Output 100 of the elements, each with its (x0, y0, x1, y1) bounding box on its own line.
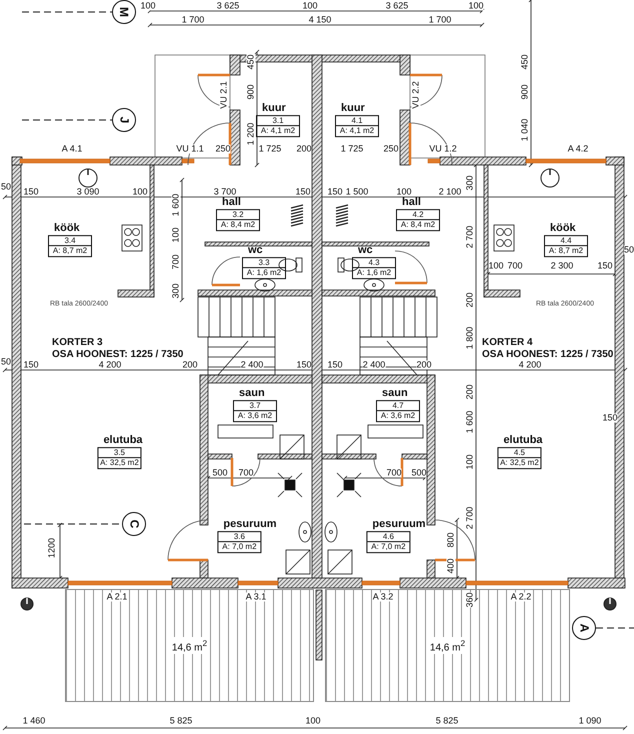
dimension-text: 50 (1, 182, 11, 192)
dimension-text: 3 625 (216, 2, 240, 10)
dimension-text: 900 (520, 84, 530, 100)
dimension-text: 100 (302, 2, 318, 10)
dimension-text: 1 600 (172, 194, 180, 216)
dimension-text: 100 (172, 227, 180, 243)
dimension-text: 2 700 (466, 226, 474, 248)
dimension-text: 4 150 (308, 16, 332, 24)
grid-bubble: A (572, 616, 596, 640)
terrace-decking (65, 589, 314, 702)
room-area: A: 8,7 m2 (49, 246, 91, 256)
area-text: 14,6 m$^{2}$ (170, 636, 210, 654)
dimension-text: 300 (172, 283, 180, 299)
room-number: 3.4 (49, 236, 91, 246)
opening-tag: VU 2.1 (220, 81, 228, 109)
dimension-text: 5 825 (170, 716, 192, 726)
dimension-text: 300 (466, 175, 474, 191)
dimension-text: 2 300 (550, 262, 574, 270)
room-area: A: 8,4 m2 (397, 220, 439, 230)
dimension-text: 150 (23, 360, 39, 370)
room-name: elutuba (503, 435, 543, 447)
dimension-text: 450 (520, 54, 530, 70)
apartment-label: OSA HOONEST: 1225 / 7350 (52, 350, 184, 360)
dimension-text: 100 (488, 262, 504, 270)
opening-tag: A 2.2 (510, 592, 532, 602)
dimension-text: 1 725 (340, 144, 364, 154)
dimension-text: 1 200 (246, 122, 256, 146)
terrace-decking (325, 589, 570, 702)
dimension-text: 150 (295, 188, 311, 196)
dimension-text: 1 725 (258, 144, 282, 154)
room-number: 4.2 (397, 210, 439, 220)
room-name: elutuba (103, 435, 143, 447)
dimension-text: 700 (386, 468, 402, 478)
opening-tag: VU 1.1 (176, 144, 204, 154)
dimension-text: 100 (466, 454, 474, 470)
dimension-text: 1 700 (428, 16, 452, 24)
dimension-text: 1 700 (182, 16, 204, 24)
dimension-text: 2 100 (438, 188, 462, 196)
dimension-text: 1 800 (466, 326, 474, 350)
dimension-text: 250 (215, 144, 231, 154)
room-area: A: 8,7 m2 (545, 246, 587, 256)
room-number: 3.2 (217, 210, 259, 220)
dimension-text: 500 (212, 468, 228, 478)
opening-tag: A 3.1 (246, 592, 266, 602)
room-area: A: 3,6 m2 (377, 411, 419, 421)
grid-bubble: J (112, 108, 136, 132)
grid-bubble: M (112, 0, 136, 24)
area-text: 14,6 m$^{2}$ (428, 636, 468, 654)
apartment-label: KORTER 4 (482, 338, 533, 348)
room-area: A: 1,6 m2 (243, 268, 285, 278)
room-area: A: 1,6 m2 (353, 268, 395, 278)
room-name: kuur (341, 103, 366, 115)
dimension-text: 50 (624, 246, 634, 254)
room-number: 4.1 (336, 116, 378, 126)
apartment-label: KORTER 3 (52, 338, 103, 348)
room-name: wc (358, 245, 374, 257)
dimension-text: 500 (411, 468, 427, 478)
room-name: hall (222, 197, 242, 209)
dimension-text: 1 090 (578, 716, 602, 726)
room-area: A: 7,0 m2 (218, 542, 260, 552)
dimension-text: 700 (172, 254, 180, 270)
dimension-text: 1 600 (466, 410, 474, 434)
room-area: A: 8,4 m2 (217, 220, 259, 230)
dimension-text: 100 (132, 188, 148, 196)
room-area: A: 7,0 m2 (367, 542, 410, 552)
dimension-text: 50 (1, 358, 11, 366)
room-name: wc (248, 245, 264, 257)
room-number: 3.3 (243, 258, 285, 268)
dimension-text: 3 625 (386, 2, 408, 10)
dimension-text: 700 (238, 468, 254, 478)
dimension-text: 150 (327, 188, 343, 196)
dimension-text: 4 200 (518, 360, 542, 370)
room-name: kuur (262, 103, 287, 115)
room-number: 4.4 (545, 236, 587, 246)
dimension-text: 700 (507, 262, 523, 270)
dimension-text: 100 (396, 188, 412, 196)
dimension-text: 150 (597, 262, 613, 270)
dimension-text: 800 (446, 532, 456, 548)
room-number: 3.5 (98, 448, 140, 458)
room-name: hall (402, 197, 422, 209)
dimension-text: 400 (446, 558, 456, 574)
dimension-text: 1200 (48, 538, 56, 558)
dimension-text: 450 (246, 54, 256, 70)
dimension-text: 2 400 (240, 360, 264, 370)
dimension-text: 2 400 (362, 360, 386, 370)
opening-tag: VU 2.2 (412, 81, 420, 109)
grid-bubble: C (122, 512, 146, 536)
room-area: A: 4,1 m2 (336, 126, 378, 136)
dimension-text: 150 (327, 360, 343, 370)
dimension-text: 200 (466, 384, 474, 400)
room-name: köök (54, 223, 81, 235)
room-number: 3.6 (218, 532, 260, 542)
dimension-text: 100 (468, 2, 484, 10)
opening-tag: A 2.1 (106, 592, 128, 602)
apartment-label: OSA HOONEST: 1225 / 7350 (482, 350, 614, 360)
room-name: pesuruum (372, 519, 426, 531)
dimension-text: 100 (305, 716, 321, 726)
dimension-text: 3 700 (214, 188, 236, 196)
dimension-text: 1 040 (520, 118, 530, 142)
room-number: 4.3 (353, 258, 395, 268)
